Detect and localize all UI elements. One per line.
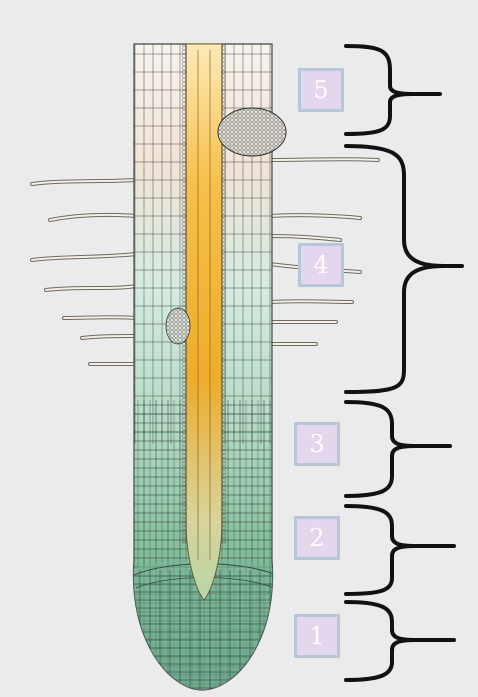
bracket-zone-3 [346, 402, 450, 496]
zone-4-label: 4 [298, 243, 344, 287]
root-body [128, 44, 286, 697]
vascular-cylinder [186, 44, 222, 600]
bracket-zone-1 [346, 602, 454, 680]
zone-brackets [346, 46, 462, 680]
bracket-zone-2 [346, 506, 454, 594]
zone-5-label: 5 [298, 68, 344, 112]
bracket-zone-5 [346, 46, 440, 134]
bracket-zone-4 [346, 146, 462, 392]
zone-2-label: 2 [294, 516, 340, 560]
zone-3-label: 3 [294, 422, 340, 466]
zone-1-label: 1 [294, 614, 340, 658]
